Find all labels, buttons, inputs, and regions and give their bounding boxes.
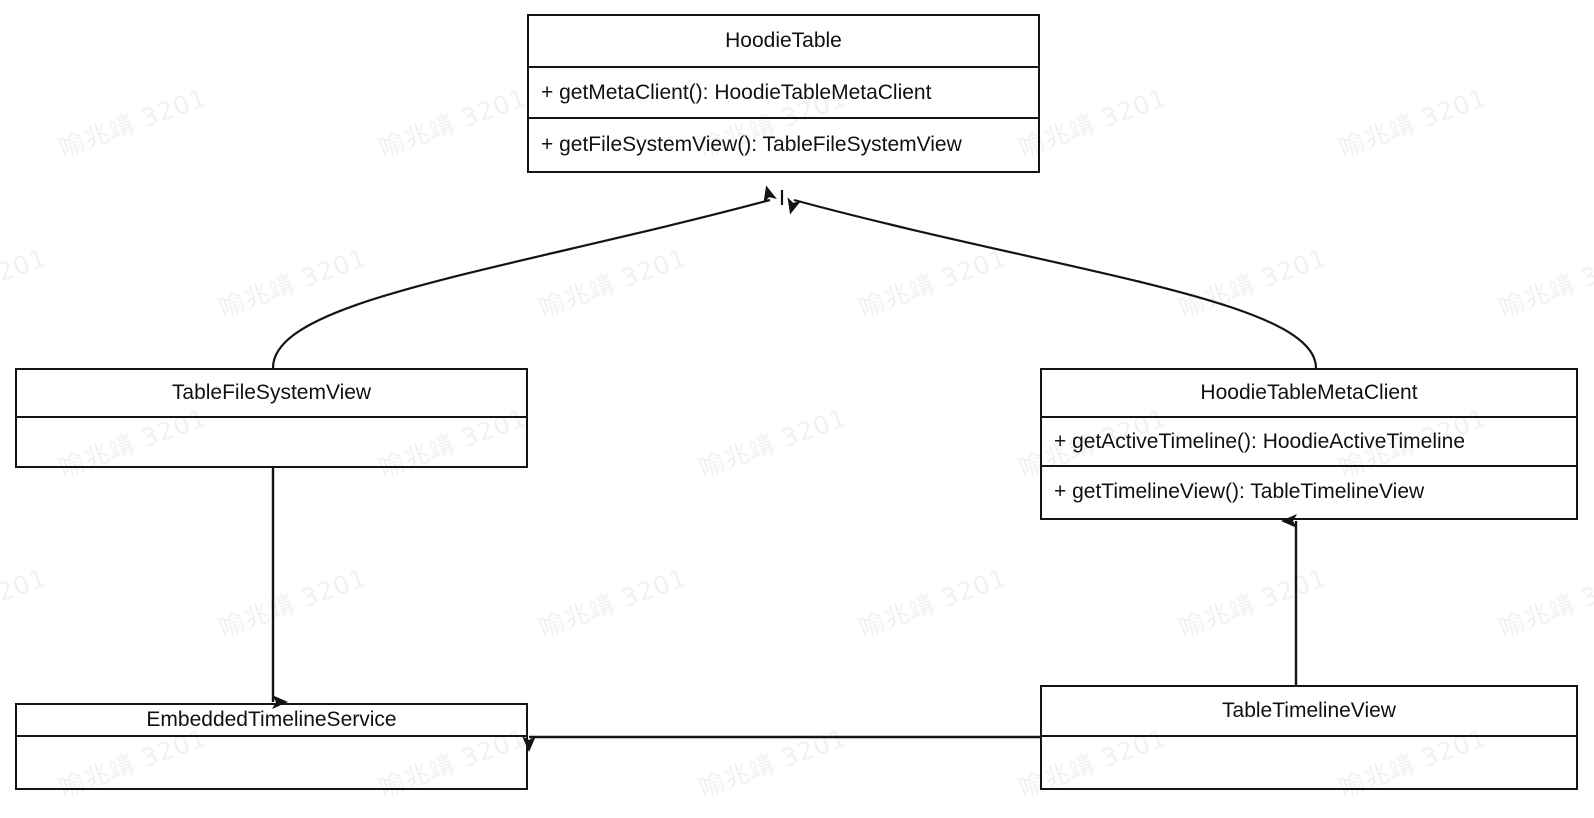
class-name-tablefilesystemview: TableFileSystemView <box>17 370 526 418</box>
class-name-hoodietablemetaclient: HoodieTableMetaClient <box>1042 370 1576 418</box>
class-box-hoodietable[interactable]: HoodieTable + getMetaClient(): HoodieTab… <box>527 14 1040 173</box>
class-members-empty <box>17 737 526 788</box>
class-box-tablefilesystemview[interactable]: TableFileSystemView <box>15 368 528 468</box>
class-members-empty <box>17 418 526 466</box>
class-members-empty <box>1042 737 1576 788</box>
class-member-row: + getMetaClient(): HoodieTableMetaClient <box>529 68 1038 119</box>
relation-hoodietablemetaclient-to-hoodietable <box>787 197 1318 369</box>
class-member-row: + getTimelineView(): TableTimelineView <box>1054 479 1425 503</box>
relation-tablefilesystemview-to-hoodietable <box>271 185 778 369</box>
class-name-embeddedtimelineservice: EmbeddedTimelineService <box>17 705 526 737</box>
class-box-embeddedtimelineservice[interactable]: EmbeddedTimelineService <box>15 703 528 790</box>
class-box-hoodietablemetaclient[interactable]: HoodieTableMetaClient + getActiveTimelin… <box>1040 368 1578 520</box>
class-box-tabletimelineview[interactable]: TableTimelineView <box>1040 685 1578 790</box>
class-member-row: + getActiveTimeline(): HoodieActiveTimel… <box>1042 418 1576 467</box>
class-member-row: + getFileSystemView(): TableFileSystemVi… <box>541 133 962 156</box>
class-name-hoodietable: HoodieTable <box>529 16 1038 68</box>
class-name-tabletimelineview: TableTimelineView <box>1042 687 1576 737</box>
